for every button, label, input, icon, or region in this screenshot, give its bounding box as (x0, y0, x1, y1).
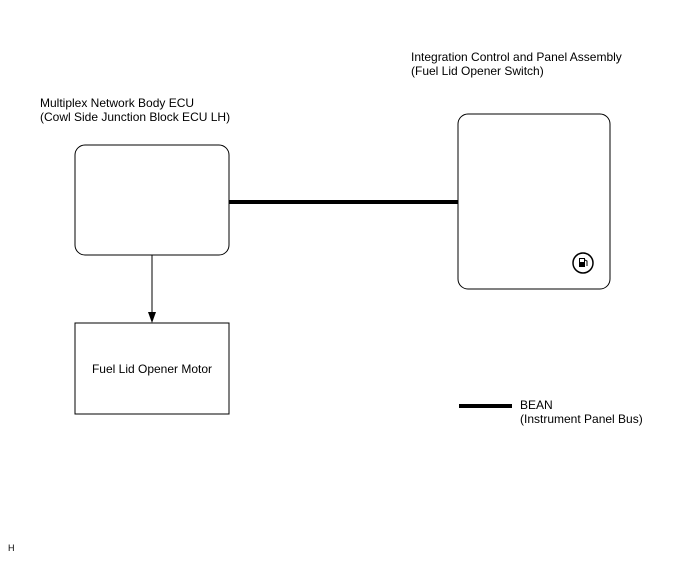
body-ecu-title: Multiplex Network Body ECU (Cowl Side Ju… (40, 96, 230, 124)
body-ecu-title-line2: (Cowl Side Junction Block ECU LH) (40, 110, 231, 124)
legend-label: BEAN (Instrument Panel Bus) (520, 398, 643, 426)
panel-assembly-title: Integration Control and Panel Assembly (… (411, 50, 622, 78)
fuel-pump-icon (572, 252, 594, 274)
panel-assembly-title-line1: Integration Control and Panel Assembly (411, 50, 622, 64)
arrow-head (148, 312, 156, 323)
footer-code: H (8, 543, 15, 553)
body-ecu-box (74, 144, 230, 256)
motor-label: Fuel Lid Opener Motor (91, 361, 213, 376)
panel-assembly-title-line2: (Fuel Lid Opener Switch) (411, 64, 544, 78)
body-ecu-title-line1: Multiplex Network Body ECU (40, 96, 195, 110)
motor-box (74, 322, 230, 415)
legend-line-sublabel: (Instrument Panel Bus) (520, 412, 643, 426)
legend-line-label: BEAN (520, 398, 553, 412)
